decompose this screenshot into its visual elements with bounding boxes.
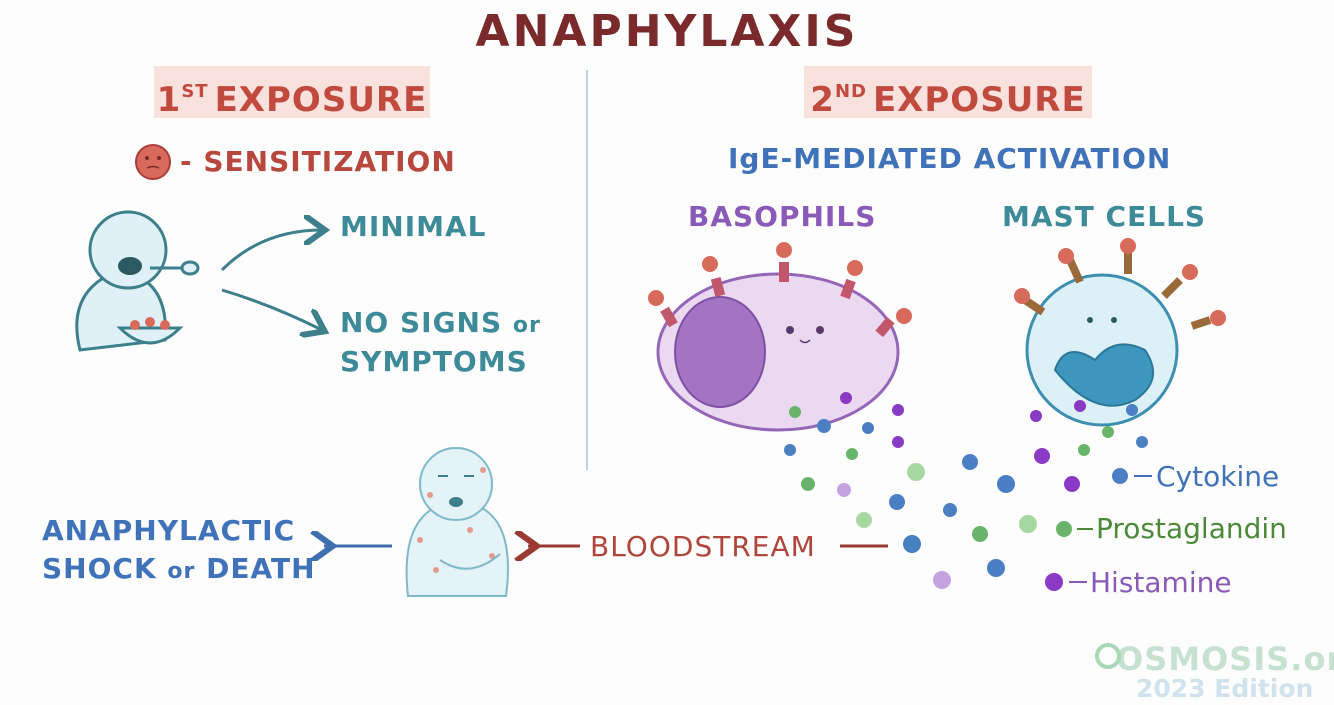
- histamine-dot: [1064, 476, 1080, 492]
- cytokine-dot: [962, 454, 978, 470]
- prostaglandin-dot: [789, 406, 801, 418]
- cytokine-dot: [987, 559, 1005, 577]
- sensitization-label: - SENSITIZATION: [180, 145, 456, 178]
- prostaglandin-dot: [846, 448, 858, 460]
- arrow-to-no-signs: [221, 288, 322, 330]
- mast-cell-icon: [1014, 238, 1226, 427]
- histamine-dot: [933, 571, 951, 589]
- anaphylactic-outcome: ANAPHYLACTIC SHOCK or DEATH: [42, 512, 316, 591]
- prostaglandin-dot: [907, 463, 925, 481]
- legend-cytokine: Cytokine: [1156, 460, 1280, 493]
- basophils-label: BASOPHILS: [688, 200, 877, 233]
- cytokine-dot: [943, 503, 957, 517]
- edition-label: 2023 Edition: [1136, 674, 1314, 703]
- prostaglandin-dot: [972, 526, 988, 542]
- first-exposure-label: EXPOSURE: [214, 80, 428, 120]
- death-text: DEATH: [206, 552, 316, 585]
- legend-prostaglandin: Prostaglandin: [1096, 512, 1287, 545]
- first-exposure-number: 1: [156, 80, 182, 120]
- osmosis-logo: OSMOSIS.org: [1116, 640, 1334, 678]
- prostaglandin-dot: [856, 512, 872, 528]
- outcome-minimal: MINIMAL: [340, 210, 487, 243]
- allergen-icon: [135, 144, 171, 180]
- histamine-dot: [837, 483, 851, 497]
- outcome-or: or: [512, 313, 541, 338]
- second-exposure-number: 2: [810, 80, 835, 120]
- prostaglandin-dot: [1102, 426, 1114, 438]
- outcome-no-signs: NO SIGNS or SYMPTOMS: [340, 305, 541, 380]
- bloodstream-label: BLOODSTREAM: [590, 530, 816, 563]
- histamine-dot: [892, 436, 904, 448]
- basophil-icon: [656, 272, 900, 432]
- histamine-dot: [1074, 400, 1086, 412]
- cytokine-dot: [817, 419, 831, 433]
- anaphylactic-line1: ANAPHYLACTIC: [42, 514, 296, 547]
- page-title: ANAPHYLAXIS: [475, 6, 859, 57]
- ige-subtitle: IgE-MEDIATED ACTIVATION: [728, 142, 1172, 175]
- outcome-symptoms-text: SYMPTOMS: [340, 345, 528, 378]
- sick-person-icon: [405, 447, 509, 597]
- cytokine-dot: [1126, 404, 1138, 416]
- histamine-dot: [1030, 410, 1042, 422]
- cytokine-dot: [889, 494, 905, 510]
- cytokine-dot: [903, 535, 921, 553]
- cytokine-dot: [862, 422, 874, 434]
- prostaglandin-dot: [1019, 515, 1037, 533]
- outcome-no-signs-text: NO SIGNS: [340, 306, 503, 339]
- cytokine-dot: [997, 475, 1015, 493]
- histamine-dot: [892, 404, 904, 416]
- prostaglandin-dot: [1078, 444, 1090, 456]
- histamine-dot: [840, 392, 852, 404]
- histamine-legend-dot: [1045, 573, 1063, 591]
- cytokine-dot: [1136, 436, 1148, 448]
- prostaglandin-legend-dot: [1056, 521, 1072, 537]
- shock-text: SHOCK: [42, 552, 157, 585]
- osmosis-logo-icon: [1095, 643, 1121, 669]
- arrow-to-minimal: [220, 230, 322, 272]
- second-exposure-ordinal: ND: [834, 81, 867, 102]
- second-exposure-label: EXPOSURE: [872, 80, 1086, 120]
- section-divider: [586, 70, 588, 470]
- mast-cells-label: MAST CELLS: [1002, 200, 1207, 233]
- mediator-dots: [784, 392, 1148, 589]
- first-exposure-ordinal: ST: [181, 81, 209, 102]
- cytokine-legend-dot: [1112, 468, 1128, 484]
- histamine-dot: [1034, 448, 1050, 464]
- person-eating-icon: [75, 210, 200, 352]
- ige-receptor-icon: [648, 242, 912, 338]
- legend-histamine: Histamine: [1090, 566, 1232, 599]
- prostaglandin-dot: [801, 477, 815, 491]
- cytokine-dot: [784, 444, 796, 456]
- shock-or: or: [167, 559, 196, 584]
